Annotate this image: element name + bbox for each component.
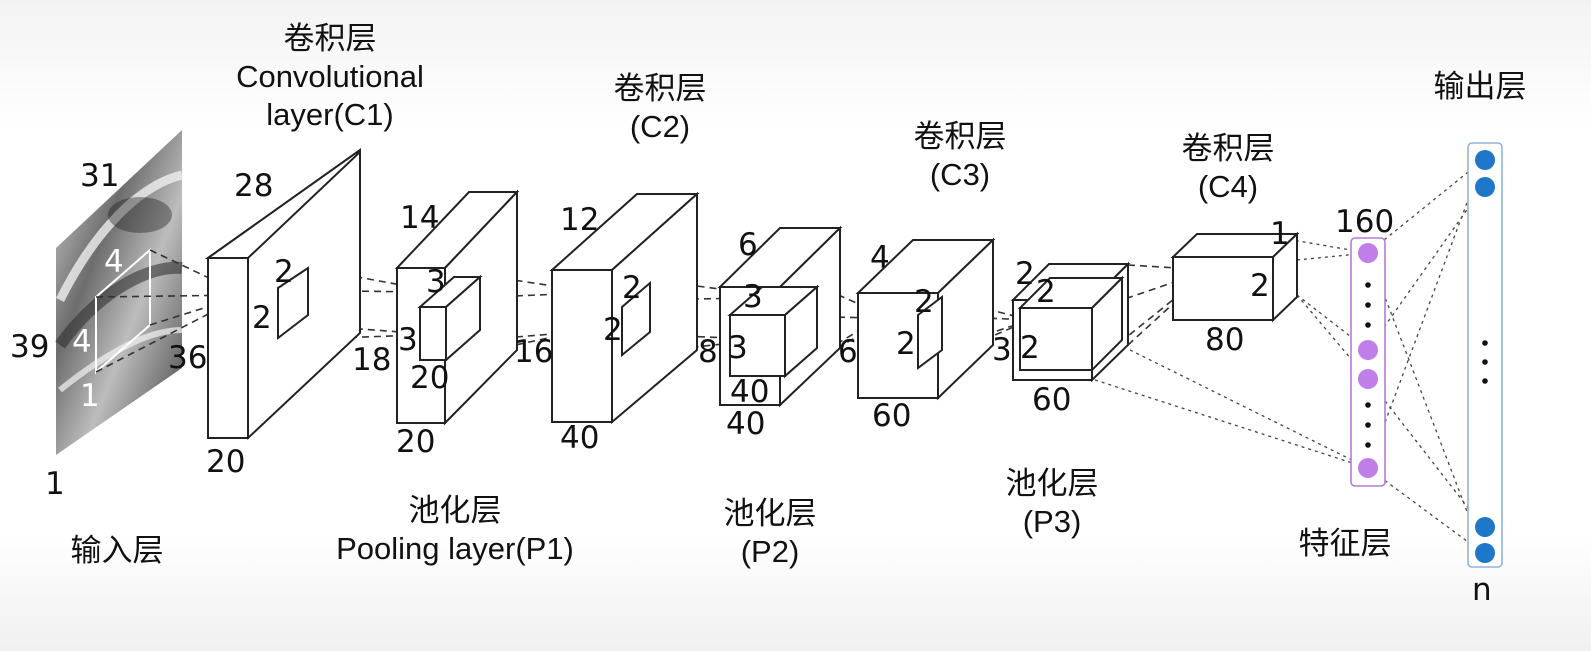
p2-title-id: (P2) — [740, 534, 800, 569]
p3-title-cn: 池化层 — [1005, 466, 1099, 501]
input-window-height: 4 — [104, 244, 124, 280]
p3-dim-depth: 60 — [1032, 382, 1071, 418]
c2-dim-width: 16 — [514, 334, 553, 370]
output-ellipsis-icon — [1482, 340, 1488, 384]
p2-dim-height: 6 — [738, 227, 758, 263]
p2-kernel-width: 3 — [728, 330, 748, 366]
c4-volume — [1170, 231, 1300, 323]
p3-dim-width: 3 — [992, 332, 1012, 368]
fc-lines — [1094, 159, 1484, 554]
p1-title-cn: 池化层 — [408, 493, 502, 528]
c1-title: 卷积层 Convolutional layer(C1) — [200, 20, 460, 134]
output-node — [1475, 543, 1495, 563]
c2-title: 卷积层 (C2) — [580, 70, 740, 146]
c2-kernel-width: 2 — [603, 312, 623, 348]
c4-dim-width: 2 — [1250, 268, 1270, 304]
c3-kernel — [917, 295, 943, 370]
output-node — [1475, 177, 1495, 197]
output-layer-title: 输出层 — [1400, 68, 1560, 106]
p1-dim-width: 18 — [352, 342, 391, 378]
output-node — [1475, 150, 1495, 170]
c1-dim-depth: 20 — [206, 444, 245, 480]
c2-title-id: (C2) — [629, 109, 691, 144]
p2-kernel-height: 3 — [743, 279, 763, 315]
p3-kernel — [1017, 275, 1125, 373]
c2-volume — [549, 191, 700, 425]
c3-title: 卷积层 (C3) — [880, 118, 1040, 194]
p3-dim-height: 2 — [1015, 256, 1035, 292]
p2-kernel-depth: 40 — [730, 374, 769, 410]
c4-dim-depth: 80 — [1205, 322, 1244, 358]
c1-title-cn: 卷积层 — [283, 21, 377, 56]
feature-ellipsis-icon — [1365, 282, 1371, 448]
p2-title-cn: 池化层 — [723, 496, 817, 531]
input-title-text: 输入层 — [70, 533, 164, 568]
c3-title-id: (C3) — [929, 157, 991, 192]
c1-kernel-width: 2 — [252, 300, 272, 336]
p2-kernel — [727, 284, 820, 379]
feature-node — [1358, 369, 1378, 389]
c4-dim-height: 1 — [1270, 216, 1290, 252]
p1-kernel — [417, 274, 483, 363]
feature-title-text: 特征层 — [1298, 526, 1392, 561]
output-node — [1475, 517, 1495, 537]
c2-dim-depth: 40 — [560, 420, 599, 456]
p1-dim-height: 14 — [400, 200, 439, 236]
c3-dim-width: 6 — [838, 334, 858, 370]
c1-dim-height: 28 — [234, 168, 273, 204]
c3-kernel-width: 2 — [896, 326, 916, 362]
input-image — [55, 130, 184, 455]
c1-dim-width: 36 — [168, 340, 207, 376]
c2-title-cn: 卷积层 — [613, 71, 707, 106]
c4-title-cn: 卷积层 — [1181, 131, 1275, 166]
p1-kernel-depth: 20 — [410, 360, 449, 396]
p1-kernel-width: 3 — [398, 322, 418, 358]
c3-title-cn: 卷积层 — [913, 119, 1007, 154]
c3-dim-depth: 60 — [872, 398, 911, 434]
p2-dim-depth: 40 — [726, 406, 765, 442]
c2-dim-height: 12 — [560, 202, 599, 238]
p3-kernel-height: 2 — [1036, 274, 1056, 310]
p1-title-en: Pooling layer(P1) — [336, 531, 574, 566]
c4-title: 卷积层 (C4) — [1148, 130, 1308, 206]
c2-kernel-height: 2 — [622, 270, 642, 306]
output-layer — [1467, 142, 1503, 568]
c4-title-id: (C4) — [1197, 169, 1259, 204]
c1-kernel-height: 2 — [274, 254, 294, 290]
feature-node — [1358, 243, 1378, 263]
output-title-text: 输出层 — [1433, 69, 1527, 104]
input-dim-width: 39 — [10, 329, 49, 365]
p2-dim-width: 8 — [698, 334, 718, 370]
c2-kernel — [621, 280, 651, 358]
input-window-width: 4 — [72, 324, 92, 360]
p1-kernel-height: 3 — [426, 264, 446, 300]
c3-dim-height: 4 — [870, 240, 890, 276]
output-size: n — [1472, 572, 1492, 608]
feature-layer-title: 特征层 — [1265, 525, 1425, 563]
p1-title: 池化层 Pooling layer(P1) — [300, 492, 610, 568]
p3-kernel-width: 2 — [1020, 330, 1040, 366]
input-window-depth: 1 — [80, 378, 100, 414]
c1-title-en: Convolutional — [236, 59, 424, 94]
feature-size: 160 — [1335, 204, 1394, 240]
c3-volume — [855, 237, 996, 401]
feature-layer — [1350, 237, 1386, 487]
c1-kernel — [277, 266, 309, 341]
input-dim-height: 31 — [80, 158, 119, 194]
p2-title: 池化层 (P2) — [690, 495, 850, 571]
input-layer-title: 输入层 — [32, 532, 202, 570]
c1-title-id: layer(C1) — [266, 97, 394, 132]
feature-node — [1358, 340, 1378, 360]
c3-kernel-height: 2 — [914, 284, 934, 320]
p3-title: 池化层 (P3) — [972, 465, 1132, 541]
p1-dim-depth: 20 — [396, 424, 435, 460]
input-dim-depth: 1 — [45, 466, 65, 502]
p3-title-id: (P3) — [1022, 504, 1082, 539]
feature-node — [1358, 458, 1378, 478]
